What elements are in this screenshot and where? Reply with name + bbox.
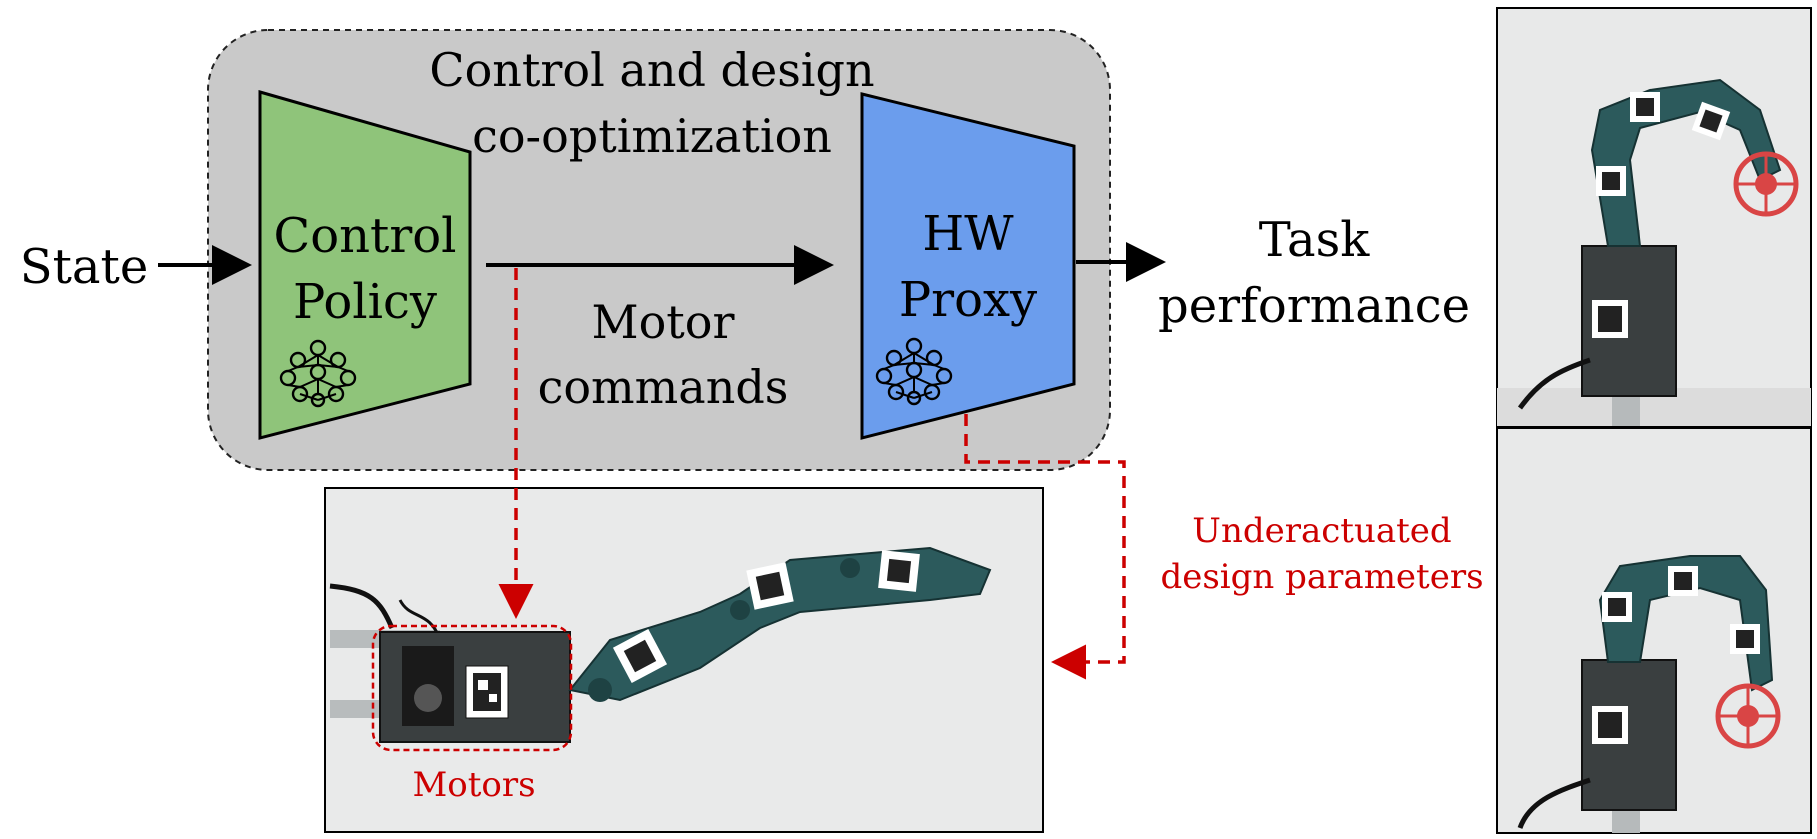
robot-photo-top-right xyxy=(1496,7,1812,427)
motors-label: Motors xyxy=(412,765,535,805)
robot-photo-bottom-right xyxy=(1496,427,1812,834)
robot-photo-bottom xyxy=(324,487,1044,833)
task-performance-line1: Task xyxy=(1259,212,1371,268)
state-label: State xyxy=(20,239,148,295)
cooptim-title-line2: co-optimization xyxy=(472,109,832,163)
proxy-label-line1: HW xyxy=(922,206,1014,262)
design-params-line2: design parameters xyxy=(1160,557,1483,597)
design-params-dashed-path xyxy=(964,414,1126,680)
motor-commands-line1: Motor xyxy=(592,295,735,349)
cooptim-title-line1: Control and design xyxy=(429,43,874,97)
design-params-line1: Underactuated xyxy=(1192,511,1451,551)
motors-highlight-box xyxy=(371,624,573,752)
motor-commands-line2: commands xyxy=(538,360,789,414)
task-performance-line2: performance xyxy=(1158,278,1470,334)
policy-label-line1: Control xyxy=(273,208,456,264)
proxy-label-line2: Proxy xyxy=(899,272,1037,328)
policy-label-line2: Policy xyxy=(293,274,437,330)
